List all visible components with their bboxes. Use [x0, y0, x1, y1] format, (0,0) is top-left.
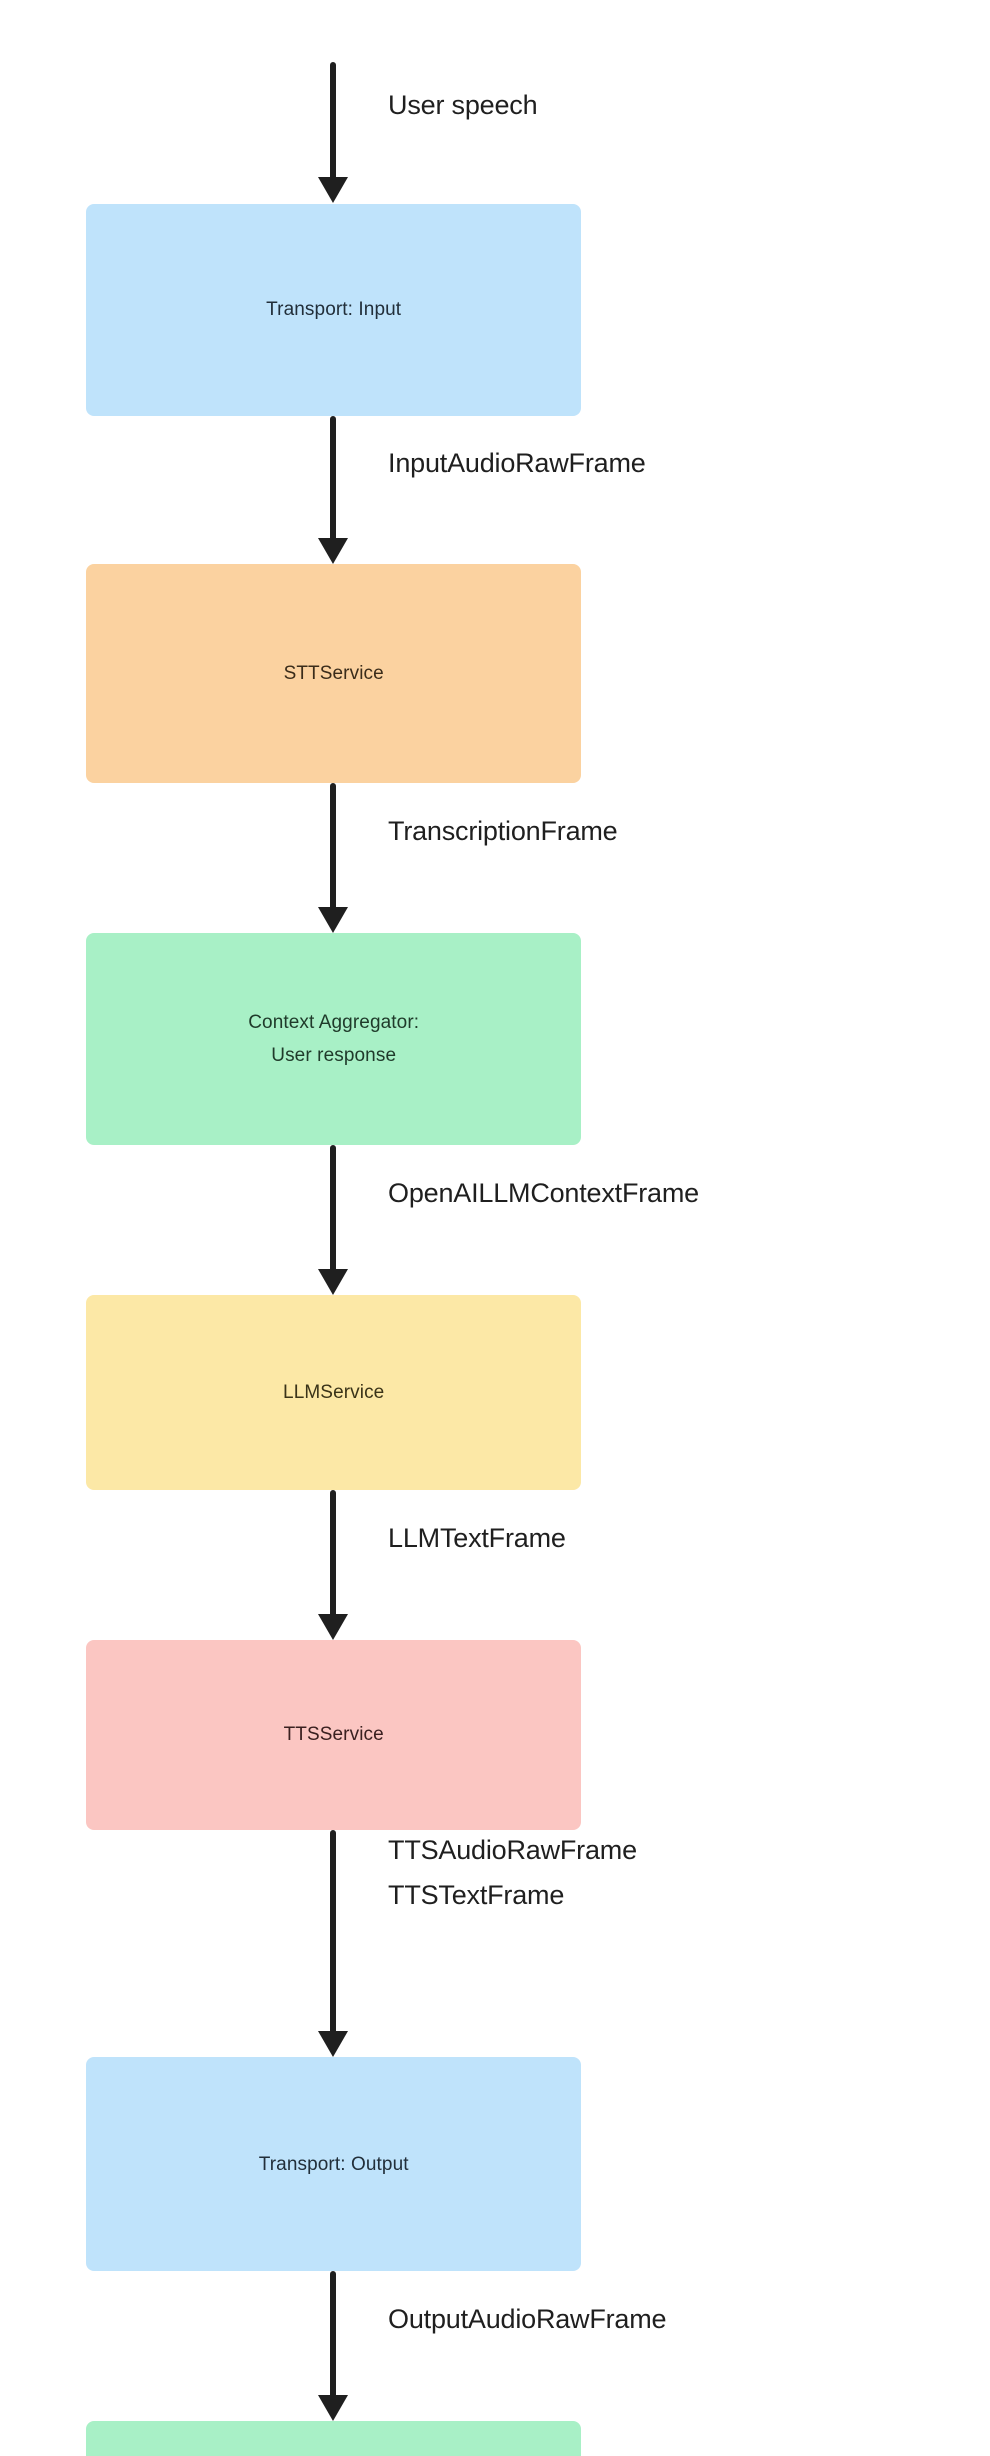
arrowhead-icon: [317, 1269, 348, 1296]
flow-arrow-label-line: InputAudioRawFrame: [388, 448, 646, 479]
flow-arrow-label: InputAudioRawFrame: [388, 441, 646, 486]
flow-arrow-label: OutputAudioRawFrame: [388, 2297, 667, 2342]
flow-arrow-label-line: OutputAudioRawFrame: [388, 2304, 667, 2335]
flow-arrow-label: LLMTextFrame: [388, 1516, 566, 1561]
flow-node-transport-input[interactable]: Transport: Input: [86, 203, 582, 416]
flow-arrow-label-line: TTSAudioRawFrame: [388, 1835, 637, 1866]
flow-node-tts-service[interactable]: TTSService: [86, 1640, 582, 1830]
arrow-shaft: [329, 415, 336, 538]
flow-node-label: Transport: Input: [266, 298, 402, 320]
flow-node-label: STTService: [283, 662, 384, 684]
flow-node-context-aggregator-assistant[interactable]: Context Aggregator:Assistant response: [86, 2421, 582, 2456]
arrow-shaft: [329, 1829, 336, 2032]
arrow-shaft: [329, 1490, 336, 1615]
flow-node-llm-service[interactable]: LLMService: [86, 1295, 582, 1491]
flow-arrow-label-line: TTSTextFrame: [388, 1880, 565, 1911]
flow-node-transport-output[interactable]: Transport: Output: [86, 2057, 582, 2272]
flow-arrow-label: TranscriptionFrame: [388, 809, 618, 854]
flow-arrow-label-line: OpenAILLMContextFrame: [388, 1178, 699, 1208]
flow-arrow-label-line: LLMTextFrame: [388, 1522, 566, 1553]
flow-node-context-aggregator-user[interactable]: Context Aggregator: User response: [86, 933, 582, 1146]
flow-node-label: LLMService: [283, 1381, 385, 1403]
flow-arrow-label: OpenAILLMContextFrame: [388, 1171, 699, 1216]
arrowhead-icon: [317, 2031, 348, 2058]
flow-node-stt-service[interactable]: STTService: [86, 563, 582, 783]
arrow-shaft: [329, 1145, 336, 1270]
flow-node-label: TTSService: [283, 1724, 384, 1746]
arrowhead-icon: [317, 177, 348, 204]
arrow-shaft: [329, 62, 336, 178]
arrowhead-icon: [317, 906, 348, 933]
flow-node-label: Transport: Output: [258, 2153, 409, 2175]
flow-arrow-label: User speech: [388, 83, 538, 128]
flow-node-label: Context Aggregator:: [248, 1011, 420, 1033]
arrow-shaft: [329, 2271, 336, 2396]
arrowhead-icon: [317, 1614, 348, 1641]
flow-node-label: User response: [271, 1045, 397, 1067]
arrowhead-icon: [317, 537, 348, 564]
arrowhead-icon: [317, 2395, 348, 2422]
flow-arrow-label-line: User speech: [388, 89, 538, 120]
flow-arrow-label-line: TranscriptionFrame: [388, 815, 618, 846]
arrow-shaft: [329, 782, 336, 907]
